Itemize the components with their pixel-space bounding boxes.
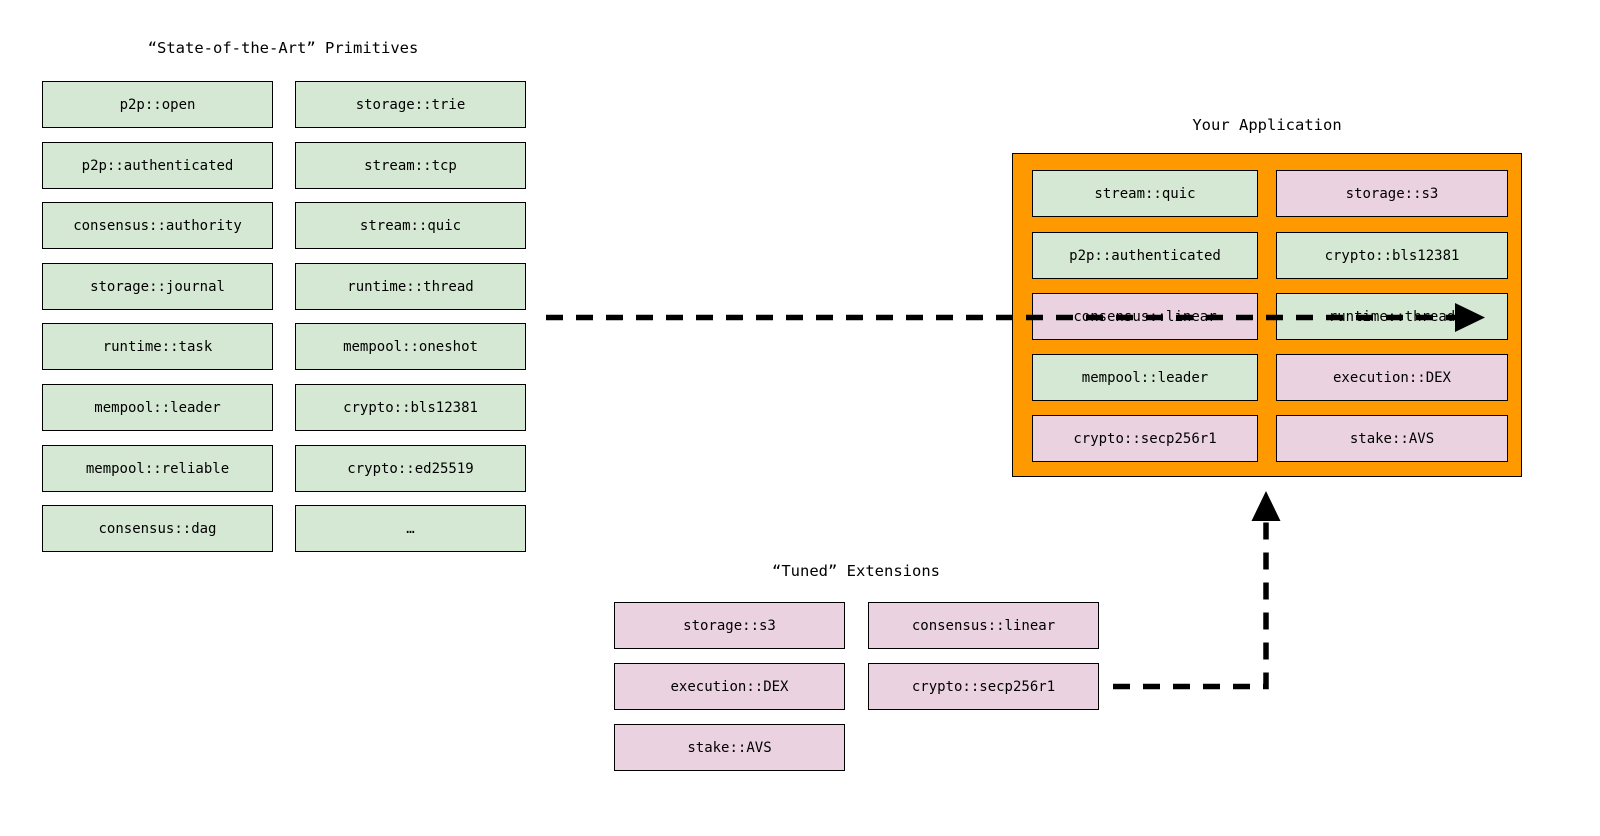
primitive-box[interactable]: storage::journal [42, 263, 273, 310]
application-module-box[interactable]: stake::AVS [1276, 415, 1508, 462]
extension-box[interactable]: execution::DEX [614, 663, 845, 710]
application-section-title: Your Application [1192, 116, 1342, 134]
primitive-box[interactable]: crypto::ed25519 [295, 445, 526, 492]
extension-box[interactable]: crypto::secp256r1 [868, 663, 1099, 710]
primitive-box[interactable]: runtime::task [42, 323, 273, 370]
arrowhead-up-icon [1251, 491, 1281, 521]
primitive-box[interactable]: p2p::open [42, 81, 273, 128]
primitive-box[interactable]: consensus::dag [42, 505, 273, 552]
application-module-box[interactable]: p2p::authenticated [1032, 232, 1258, 279]
primitive-box[interactable]: stream::quic [295, 202, 526, 249]
application-module-box[interactable]: mempool::leader [1032, 354, 1258, 401]
primitives-section-title: “State-of-the-Art” Primitives [147, 39, 419, 57]
primitive-box[interactable]: mempool::reliable [42, 445, 273, 492]
primitive-box[interactable]: mempool::oneshot [295, 323, 526, 370]
connector-extensions-to-application [1113, 491, 1281, 690]
extension-box[interactable]: storage::s3 [614, 602, 845, 649]
primitive-box[interactable]: runtime::thread [295, 263, 526, 310]
application-module-box[interactable]: crypto::secp256r1 [1032, 415, 1258, 462]
application-module-box[interactable]: runtime::thread [1276, 293, 1508, 340]
primitive-box[interactable]: mempool::leader [42, 384, 273, 431]
dashed-elbow-line [1113, 522, 1269, 690]
application-module-box[interactable]: execution::DEX [1276, 354, 1508, 401]
primitive-box[interactable]: storage::trie [295, 81, 526, 128]
primitive-box[interactable]: … [295, 505, 526, 552]
extension-box[interactable]: consensus::linear [868, 602, 1099, 649]
primitive-box[interactable]: p2p::authenticated [42, 142, 273, 189]
application-module-box[interactable]: storage::s3 [1276, 170, 1508, 217]
extensions-section-title: “Tuned” Extensions [772, 562, 940, 580]
application-module-box[interactable]: crypto::bls12381 [1276, 232, 1508, 279]
primitive-box[interactable]: stream::tcp [295, 142, 526, 189]
extension-box[interactable]: stake::AVS [614, 724, 845, 771]
application-module-box[interactable]: consensus::linear [1032, 293, 1258, 340]
application-module-box[interactable]: stream::quic [1032, 170, 1258, 217]
primitive-box[interactable]: consensus::authority [42, 202, 273, 249]
primitive-box[interactable]: crypto::bls12381 [295, 384, 526, 431]
